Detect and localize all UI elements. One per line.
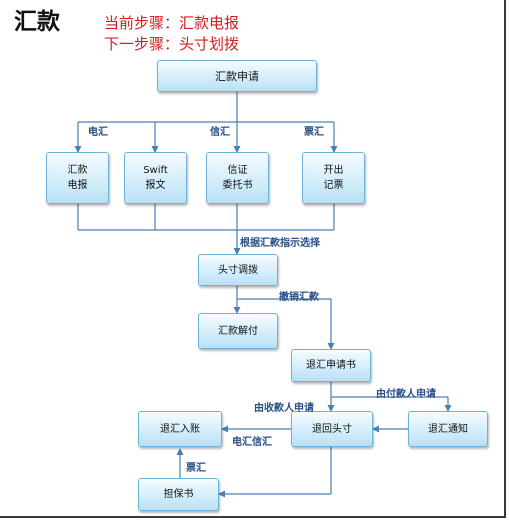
node-allocate: 头寸调拨 [198,254,278,286]
label-tele-mail: 电汇信汇 [232,437,272,448]
node-refund-application-label: 退汇申请书 [306,360,356,371]
node-refund-notice-label: 退汇通知 [428,423,468,435]
node-remittance-apply-label: 汇款申请 [215,69,259,83]
node-swift-line2: 报文 [145,180,166,191]
next-step: 下一步骤：头寸划拨 [104,35,240,53]
label-mail: 信汇 [210,127,230,138]
node-swift: Swift 报文 [124,152,187,204]
node-remittance-apply: 汇款申请 [157,60,317,92]
node-letter-line2: 委托书 [222,180,253,191]
node-refund-account: 退汇入账 [138,411,222,447]
node-telegram: 汇款 电报 [46,152,109,204]
node-refund-notice: 退汇通知 [408,411,488,447]
node-release: 汇款解付 [198,313,278,349]
node-letter: 信证 委托书 [206,152,269,204]
node-letter-line1: 信证 [227,165,248,176]
node-swift-line1: Swift [143,165,168,176]
label-by-instruction: 根据汇款指示选择 [240,238,320,249]
node-telegram-line1: 汇款 [67,165,88,176]
node-allocate-label: 头寸调拨 [218,264,258,276]
page-title: 汇款 [14,9,60,35]
node-refund-funds-label: 退回头寸 [312,423,352,435]
label-demand-draft: 票汇 [304,127,324,138]
label-payee-apply: 由收款人申请 [254,403,314,414]
node-draft-line2: 记票 [323,180,344,191]
node-refund-application: 退汇申请书 [291,349,371,382]
label-draft-back: 票汇 [186,463,206,474]
label-payer-apply: 由付款人申请 [376,389,436,400]
node-refund-account-label: 退汇入账 [160,423,200,435]
node-telegram-line2: 电报 [67,180,88,191]
node-draft: 开出 记票 [302,152,365,204]
node-guarantee-label: 担保书 [163,489,194,500]
node-draft-line1: 开出 [323,165,344,176]
label-telegraphic: 电汇 [88,127,108,138]
node-guarantee: 担保书 [138,478,219,511]
node-release-label: 汇款解付 [218,325,258,337]
current-step: 当前步骤：汇款电报 [104,14,240,32]
node-refund-funds: 退回头寸 [291,411,373,447]
label-fund-remit: 撤销汇款 [279,292,319,303]
